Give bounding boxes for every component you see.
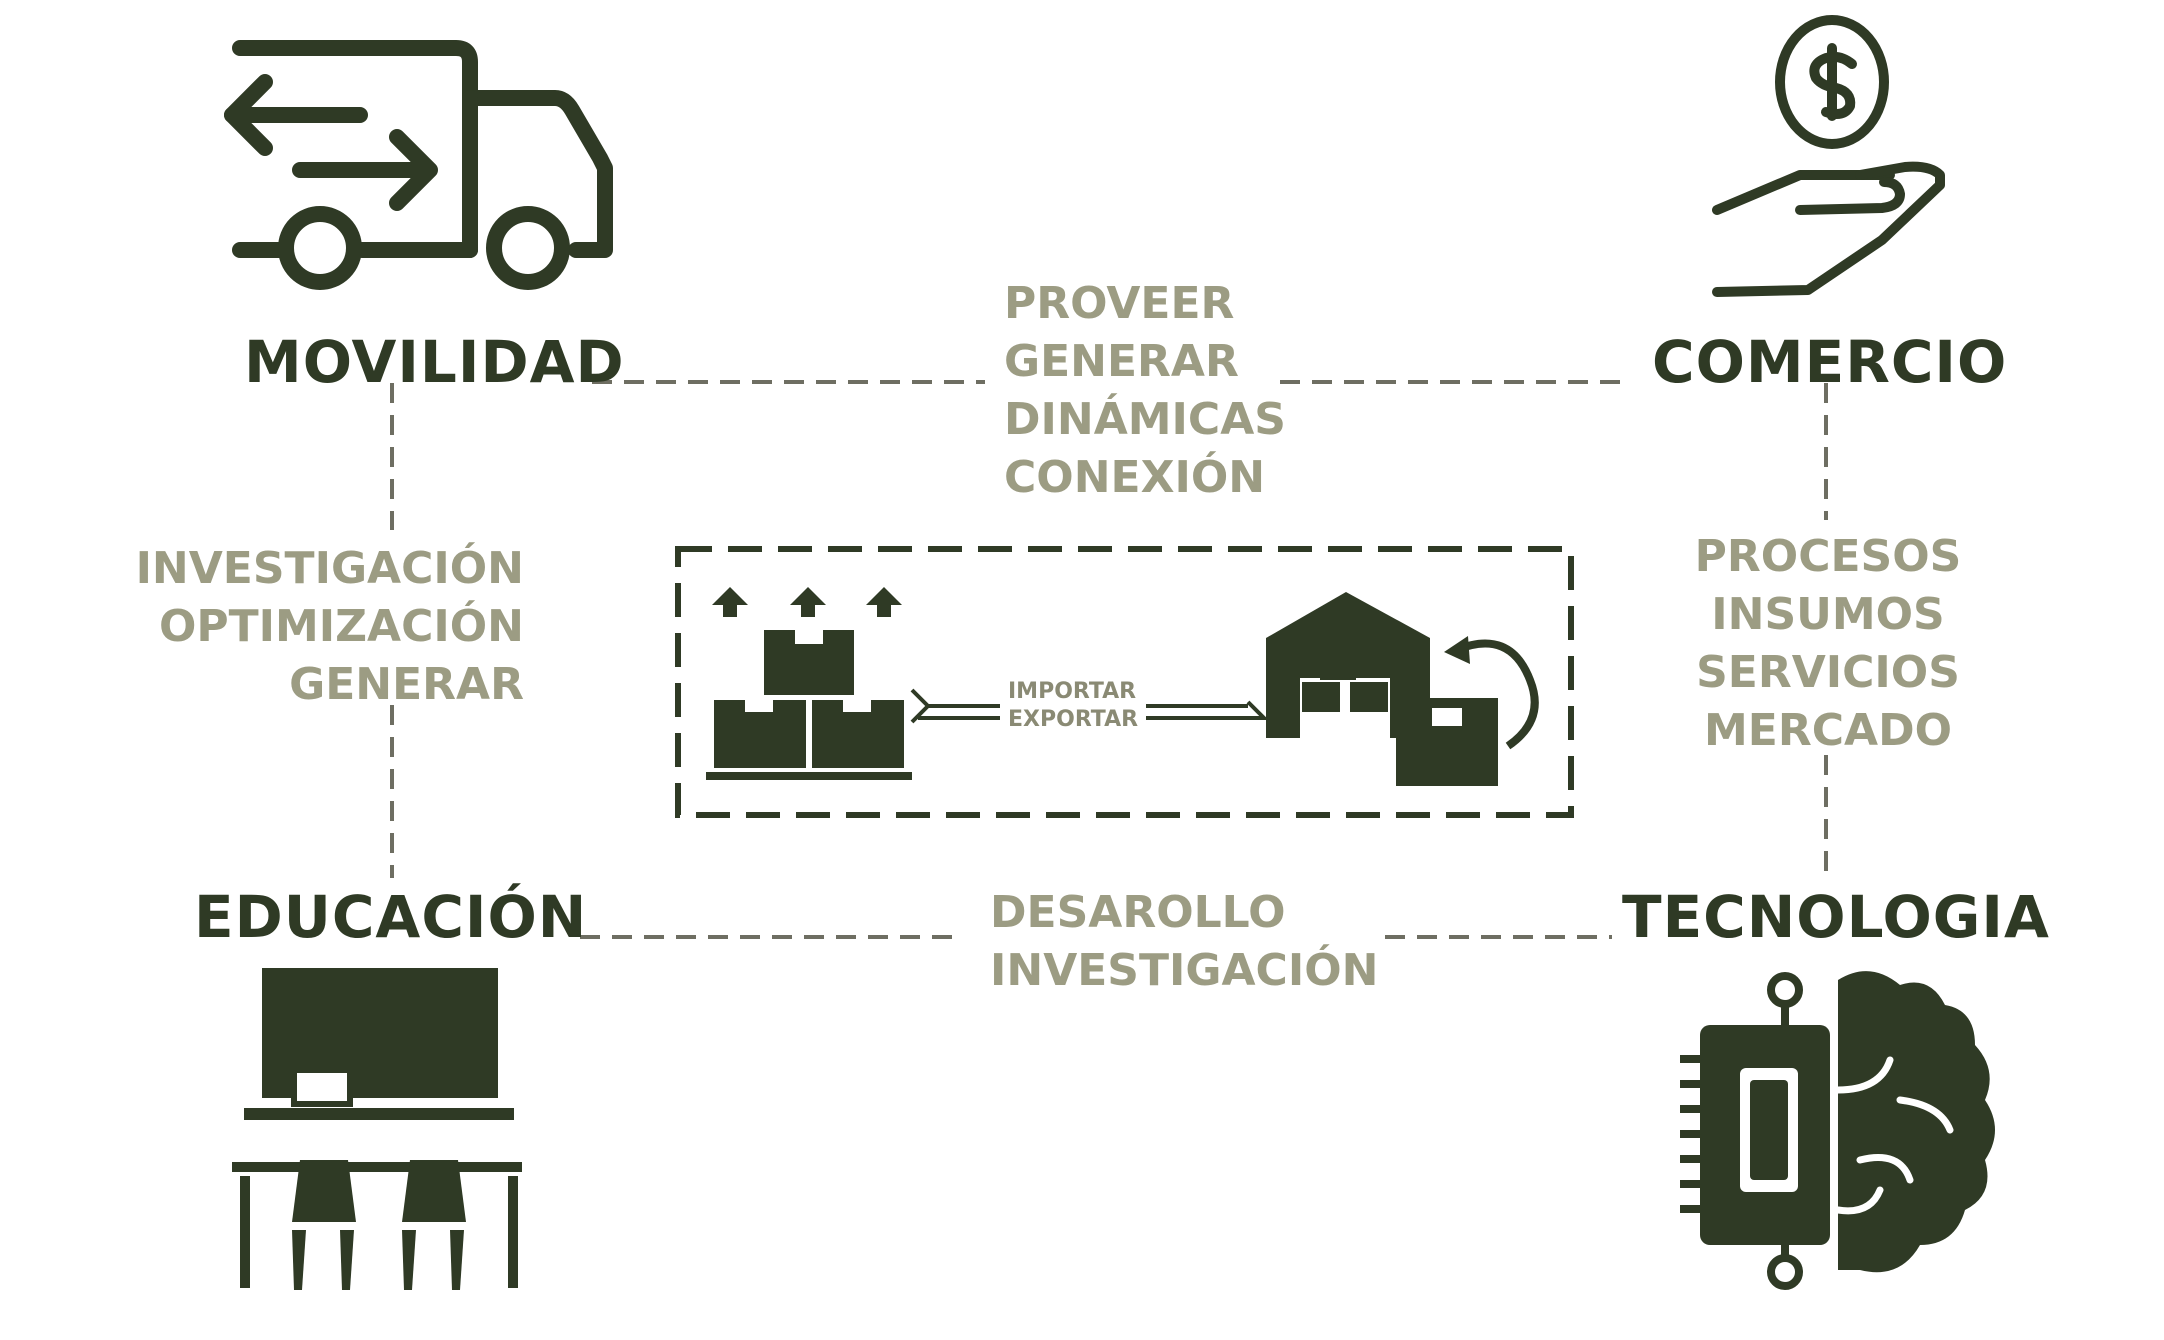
edge-left-keywords: INVESTIGACIÓN OPTIMIZACIÓN GENERAR	[110, 540, 524, 714]
edge-keyword: PROCESOS	[1694, 531, 1962, 582]
export-label: EXPORTAR	[1008, 707, 1139, 732]
node-educacion: EDUCACIÓN	[194, 883, 588, 951]
edge-keyword: GENERAR	[1004, 336, 1239, 387]
hand-coin-icon	[1712, 15, 1945, 297]
exchange-arrows-icon	[910, 688, 1269, 724]
classroom-icon	[232, 968, 522, 1290]
node-movilidad: MOVILIDAD	[244, 328, 625, 396]
edge-keyword: MERCADO	[1704, 705, 1952, 756]
node-comercio: COMERCIO	[1652, 328, 2008, 396]
edge-keyword: DINÁMICAS	[1004, 394, 1286, 445]
edge-bottom-keywords: DESAROLLO INVESTIGACIÓN	[990, 884, 1378, 1000]
edge-keyword: PROVEER	[1004, 278, 1235, 329]
warehouse-icon	[1266, 592, 1539, 786]
edge-top-keywords: PROVEER GENERAR DINÁMICAS CONEXIÓN	[1004, 275, 1286, 507]
edge-keyword: GENERAR	[289, 659, 524, 710]
import-label: IMPORTAR	[1008, 679, 1137, 704]
edge-keyword: INVESTIGACIÓN	[135, 543, 524, 594]
center-box	[675, 546, 1574, 818]
center-labels: IMPORTAR EXPORTAR	[1008, 678, 1138, 734]
edge-keyword: SERVICIOS	[1696, 647, 1960, 698]
delivery-truck-icon	[224, 40, 613, 290]
edge-keyword: INSUMOS	[1711, 589, 1945, 640]
chip-brain-icon	[1680, 971, 1995, 1290]
edge-keyword: DESAROLLO	[990, 887, 1286, 938]
node-tecnologia: TECNOLOGIA	[1622, 883, 2050, 951]
edge-keyword: OPTIMIZACIÓN	[158, 601, 524, 652]
edge-keyword: CONEXIÓN	[1004, 452, 1266, 503]
edge-keyword: INVESTIGACIÓN	[990, 945, 1379, 996]
connectors	[390, 380, 1828, 939]
stacked-boxes-icon	[706, 587, 912, 780]
edge-right-keywords: PROCESOS INSUMOS SERVICIOS MERCADO	[1660, 528, 1996, 760]
